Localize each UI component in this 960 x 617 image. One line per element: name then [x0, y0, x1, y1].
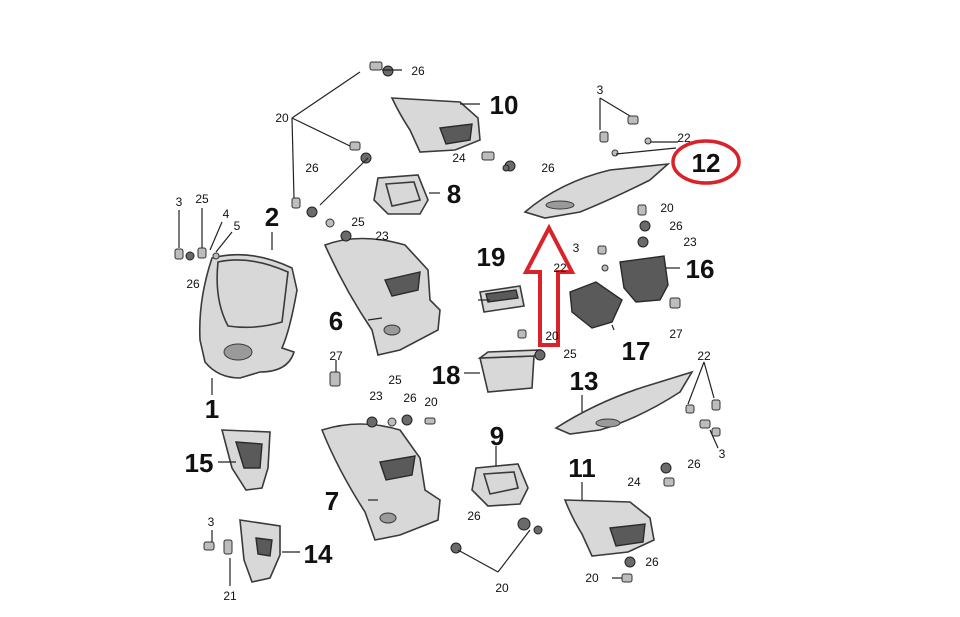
callout-20-center: 20: [545, 329, 559, 343]
part-tray: [477, 349, 543, 393]
callout-1: 1: [205, 394, 219, 424]
callout-2: 2: [265, 202, 279, 232]
callout-10: 10: [490, 90, 519, 120]
callout-3-top: 3: [597, 83, 604, 97]
callout-25-lower: 25: [388, 373, 402, 387]
callout-20-lower: 20: [424, 395, 438, 409]
callout-5: 5: [234, 219, 241, 233]
callout-23-lower: 23: [369, 389, 383, 403]
callout-20-bottomright: 20: [585, 571, 599, 585]
part-lower-inner-panel: [563, 499, 655, 557]
callout-24-top: 24: [452, 151, 466, 165]
callout-3-left: 3: [176, 195, 183, 209]
callout-25-mid: 25: [351, 215, 365, 229]
callout-3-right: 3: [719, 447, 726, 461]
callout-3-bottom: 3: [208, 515, 215, 529]
part-front-fairing: [198, 253, 298, 395]
part-vent: [220, 429, 271, 491]
callout-8: 8: [447, 179, 461, 209]
callout-23-mid: 23: [375, 229, 389, 243]
callout-26-lower: 26: [403, 391, 417, 405]
callout-11: 11: [568, 453, 596, 483]
callout-24-lowright: 24: [627, 475, 641, 489]
callout-18: 18: [432, 360, 461, 390]
callout-13: 13: [570, 366, 599, 396]
callout-26-bottomcenter: 26: [467, 509, 481, 523]
callout-26-bottom: 26: [645, 555, 659, 569]
callout-6: 6: [329, 306, 343, 336]
part-side-panel-lower: [320, 423, 441, 541]
callout-3-mid: 3: [573, 241, 580, 255]
callout-9: 9: [490, 421, 504, 451]
callout-26-lowright: 26: [687, 457, 701, 471]
leader-lines: [178, 69, 719, 586]
callout-14: 14: [304, 539, 333, 569]
callout-20-top: 20: [275, 111, 289, 125]
callout-4: 4: [223, 207, 230, 221]
callout-23-right: 23: [683, 235, 697, 249]
part-small-fairing: [239, 519, 281, 583]
callout-25-center: 25: [563, 347, 577, 361]
red-up-arrow: [522, 223, 576, 347]
callout-22-top: 22: [677, 131, 691, 145]
callout-22-right: 22: [697, 349, 711, 363]
part-box: [479, 285, 525, 313]
callout-26-right: 26: [669, 219, 683, 233]
callout-26-top: 26: [411, 64, 425, 78]
part-small-cover: [373, 174, 429, 215]
hardware: [174, 61, 721, 583]
callout-26-center: 26: [541, 161, 555, 175]
part-tail-piece: [523, 162, 671, 219]
callout-17: 17: [622, 336, 651, 366]
highlight-circle: [671, 139, 741, 185]
callout-15: 15: [185, 448, 214, 478]
callout-22-mid: 22: [553, 261, 567, 275]
part-rear-box: [619, 255, 669, 303]
callout-26-mid: 26: [305, 161, 319, 175]
callout-27-left: 27: [329, 349, 343, 363]
part-side-panel-upper: [323, 237, 441, 356]
callout-12: 12: [692, 148, 721, 178]
callout-21: 21: [223, 589, 237, 603]
callout-19: 19: [477, 242, 506, 272]
callout-7: 7: [325, 486, 339, 516]
part-small-cover-lower: [471, 463, 529, 507]
callout-20-right: 20: [660, 201, 674, 215]
part-tail-lower: [554, 370, 694, 435]
part-mesh: [569, 281, 623, 329]
callout-20-bottomcenter: 20: [495, 581, 509, 595]
callout-16: 16: [686, 254, 715, 284]
callout-25-left: 25: [195, 192, 209, 206]
part-upper-inner-panel: [390, 97, 481, 153]
callout-26-left: 26: [186, 277, 200, 291]
callout-27-right: 27: [669, 327, 683, 341]
